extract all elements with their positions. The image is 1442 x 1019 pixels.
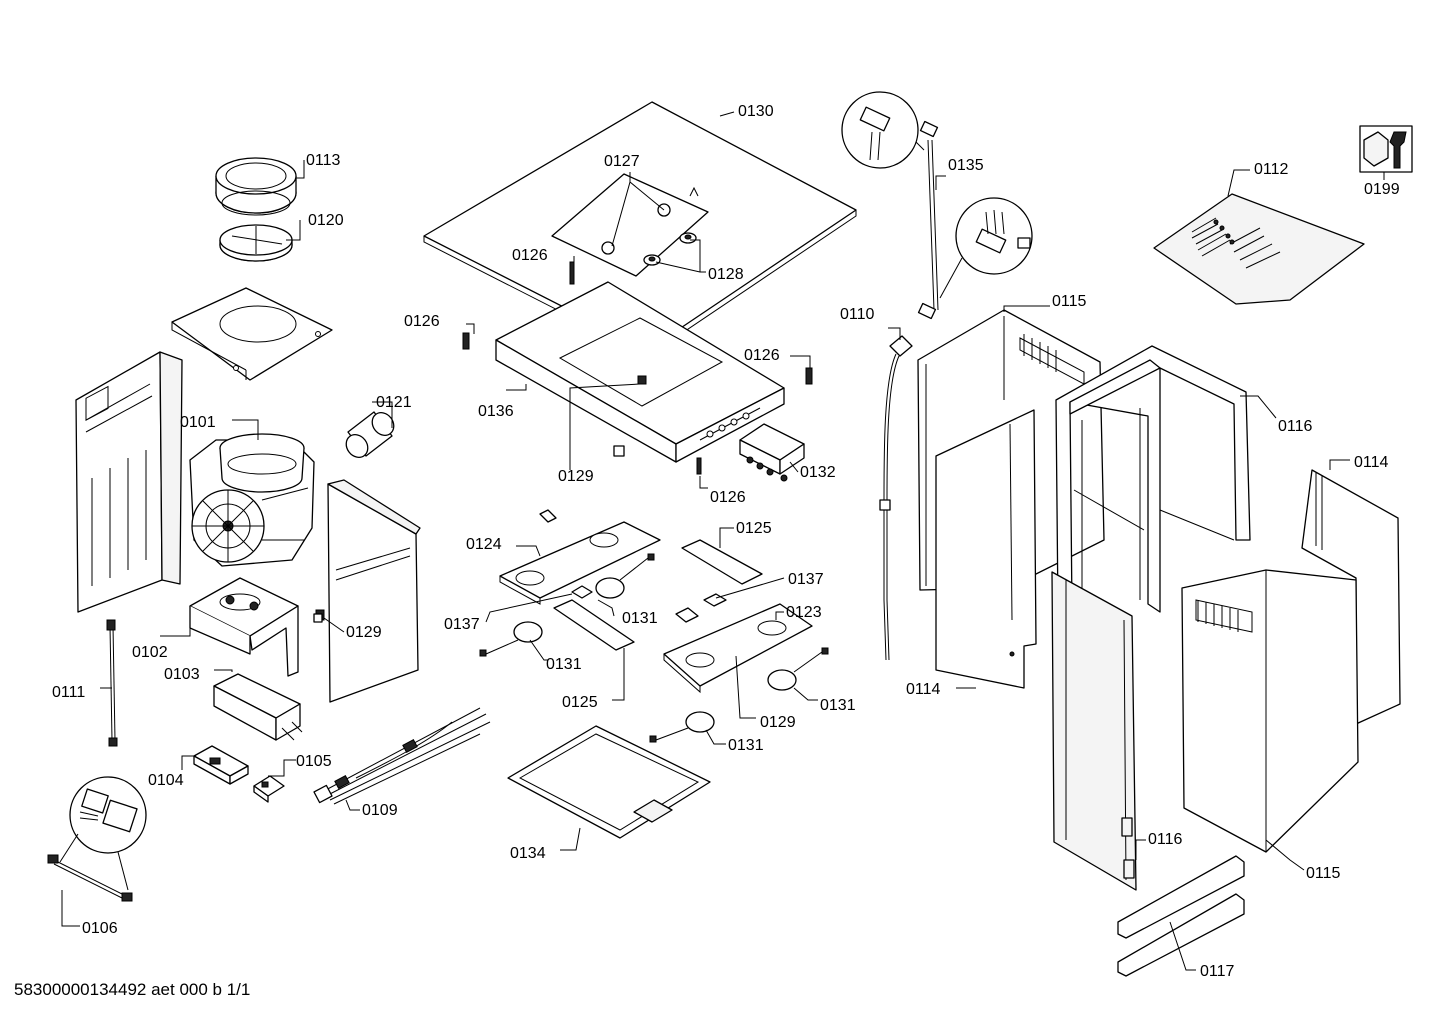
part-0111-wire [106,619,118,747]
label-0114-left: 0114 [906,681,941,698]
part-0137-sockets [571,585,727,623]
part-0123-lamp-plate [663,603,813,694]
label-0126-top: 0126 [512,247,548,264]
part-0114-panel-left [935,409,1037,689]
label-0120: 0120 [308,212,344,229]
label-0102: 0102 [132,644,168,661]
label-0113: 0113 [306,152,341,169]
part-0121-capacitor [345,411,395,458]
label-0127: 0127 [604,153,640,170]
label-0115-top: 0115 [1052,293,1087,310]
label-0131-mid: 0131 [622,610,658,627]
label-0134: 0134 [510,845,546,862]
part-0105-board [253,775,285,803]
label-0199: 0199 [1364,181,1400,198]
label-0121: 0121 [376,394,412,411]
part-0120-flap [219,224,293,262]
plate-top-left [171,287,333,381]
leader-lines [61,111,1385,971]
part-0131-lamps [479,553,829,743]
label-0123: 0123 [786,604,822,621]
part-labels: 0113 0120 0101 0121 0102 0111 0103 0104 … [52,103,1400,980]
label-0115-bottom: 0115 [1306,865,1341,882]
label-0126-bottom: 0126 [710,489,746,506]
label-0131-right: 0131 [820,697,856,714]
part-0104-module [193,745,249,785]
part-0101-blower [189,433,315,567]
label-0129-left: 0129 [346,624,382,641]
label-0125-top: 0125 [736,520,772,537]
label-0106: 0106 [82,920,118,937]
part-0110-mains-cable [879,335,913,661]
label-0130: 0130 [738,103,774,120]
part-0117-trim [1117,855,1245,977]
part-0124-lamp-plate [499,521,661,605]
label-0135: 0135 [948,157,984,174]
label-0128: 0128 [708,266,744,283]
label-0129-center: 0129 [558,468,594,485]
part-0132-switch [739,423,805,482]
part-0134-filter [507,725,711,839]
housing-left-panel [75,351,183,613]
document-id: 58300000134492 aet 000 b 1/1 [14,980,251,999]
label-0105: 0105 [296,753,332,770]
label-0131-bottom: 0131 [728,737,764,754]
part-0135-cable [841,91,1033,320]
label-0129-right: 0129 [760,714,796,731]
part-0112-fastener-bag [1153,193,1365,305]
label-0125-bottom: 0125 [562,694,598,711]
label-0103: 0103 [164,666,200,683]
part-0115-chimney-lower [1181,569,1359,853]
label-0126-right: 0126 [744,347,780,364]
label-0137-right: 0137 [788,571,824,588]
part-0126-pin-top [569,261,575,285]
part-0126-clips [462,332,813,475]
label-0117: 0117 [1200,963,1235,980]
part-0116-frame [1051,345,1251,891]
label-0116-top: 0116 [1278,418,1313,435]
part-0113-collar [215,157,297,216]
part-0125-brackets [553,539,763,651]
label-0111: 0111 [52,684,85,701]
part-0109-harness [313,707,491,805]
part-0102-bracket [189,577,299,677]
label-0116-bottom: 0116 [1148,831,1183,848]
label-0114-right: 0114 [1354,454,1389,471]
label-0104: 0104 [148,772,184,789]
wrench-nut-icon [1359,125,1413,173]
housing-right-panel [315,479,421,703]
label-0101: 0101 [180,414,216,431]
part-0136-tray [495,281,785,463]
label-0131-left: 0131 [546,656,582,673]
label-0136: 0136 [478,403,514,420]
label-0109: 0109 [362,802,398,819]
part-0106-cable [47,776,147,902]
part-0103-control-box [213,673,303,741]
label-0124: 0124 [466,536,502,553]
label-0110: 0110 [840,306,875,323]
label-0112: 0112 [1254,161,1289,178]
label-0137-left: 0137 [444,616,480,633]
label-0132: 0132 [800,464,836,481]
label-0126-left: 0126 [404,313,440,330]
